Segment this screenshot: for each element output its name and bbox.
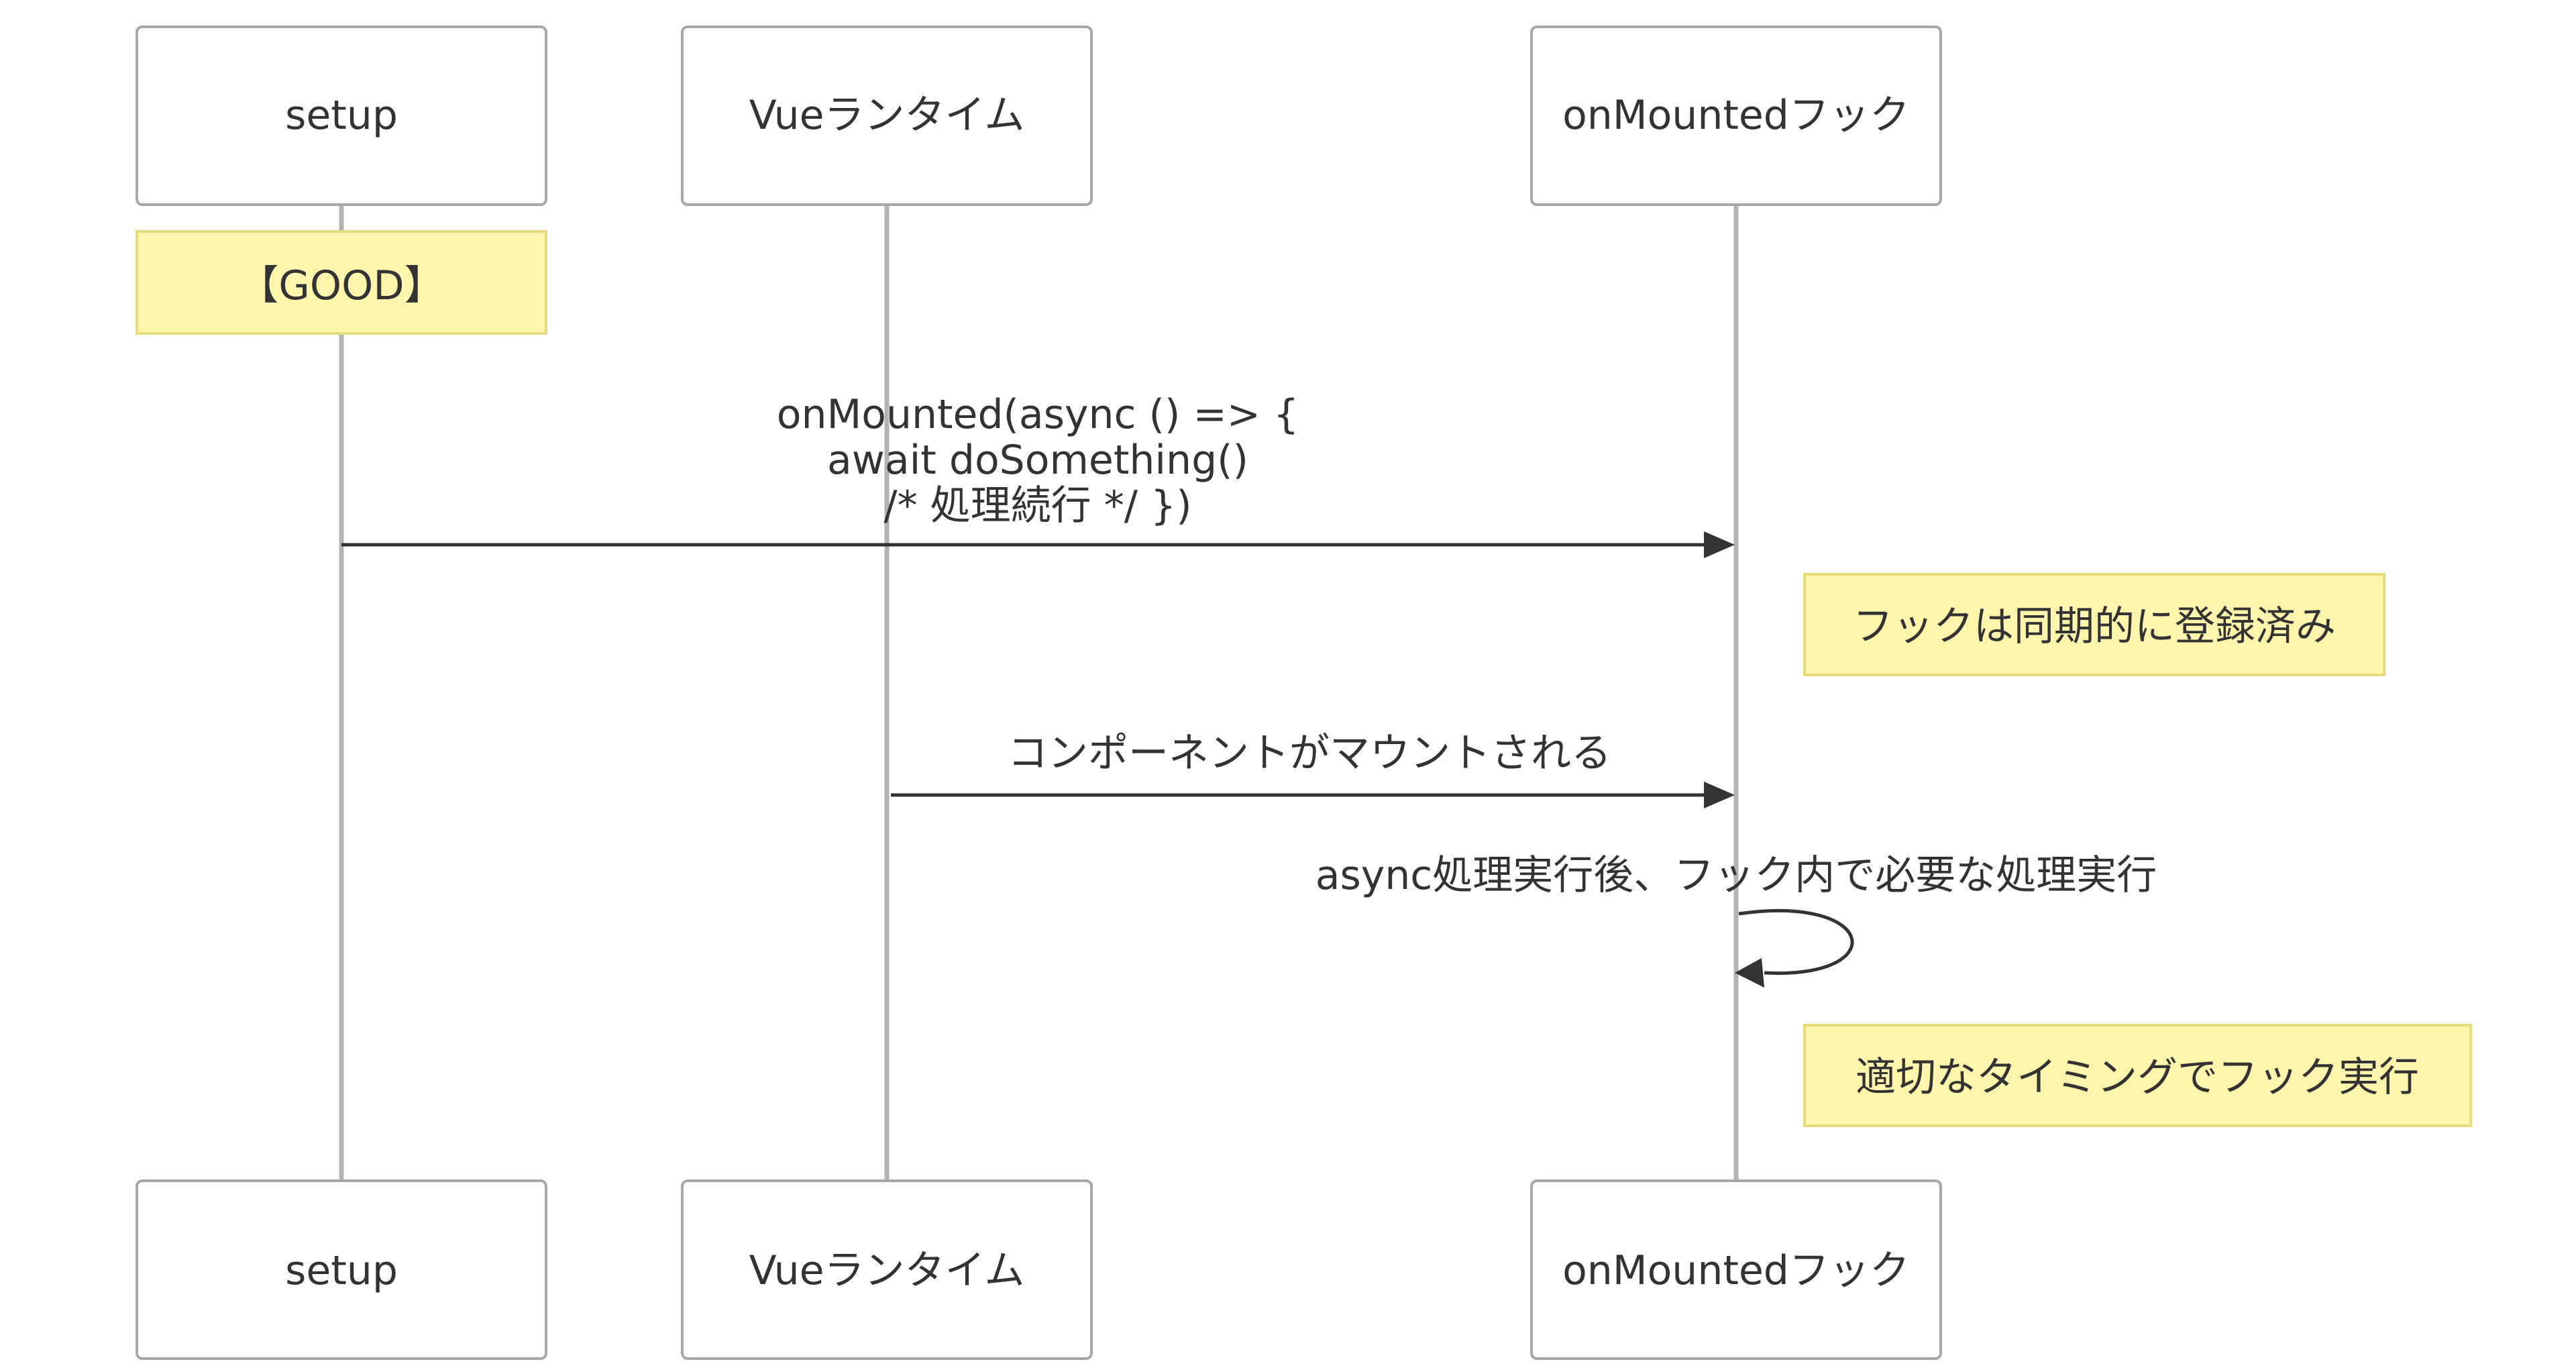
participant-setup-top: setup: [136, 25, 547, 206]
arrowhead: [1735, 958, 1764, 988]
message-label-line: async処理実行後、フック内で必要な処理実行: [1316, 852, 2157, 899]
message-component-mounted: コンポーネントがマウントされる: [891, 730, 1735, 808]
message-self-execute: async処理実行後、フック内で必要な処理実行: [1316, 852, 2157, 988]
arrowhead: [1704, 531, 1735, 558]
note-text: 適切なタイミングでフック実行: [1856, 1054, 2419, 1101]
participant-label: Vueランタイム: [749, 92, 1025, 139]
participant-vue-runtime-bottom: Vueランタイム: [681, 1179, 1093, 1360]
participant-vue-runtime-top: Vueランタイム: [681, 25, 1093, 206]
self-loop-arrow: [1738, 909, 1854, 975]
message-label-line: /* 処理続行 */ }): [883, 482, 1191, 529]
message-label-line: onMounted(async () => {: [777, 391, 1299, 438]
participant-setup-bottom: setup: [136, 1179, 547, 1360]
participant-label: setup: [285, 1247, 398, 1294]
participant-onmounted-hook-top: onMountedフック: [1530, 25, 1942, 206]
participant-label: onMountedフック: [1562, 92, 1910, 139]
note-hook-registered: フックは同期的に登録済み: [1803, 573, 2385, 676]
arrowhead: [1704, 782, 1735, 808]
participant-label: onMountedフック: [1562, 1247, 1910, 1294]
note-appropriate-timing: 適切なタイミングでフック実行: [1803, 1024, 2472, 1127]
participant-label: Vueランタイム: [749, 1247, 1025, 1294]
message-register-hook: onMounted(async () => { await doSomethin…: [341, 391, 1735, 558]
note-text: フックは同期的に登録済み: [1853, 603, 2336, 650]
note-good: 【GOOD】: [136, 230, 547, 335]
message-label-line: コンポーネントがマウントされる: [1008, 730, 1611, 777]
participant-label: setup: [285, 92, 398, 139]
note-text: 【GOOD】: [238, 262, 444, 309]
participant-onmounted-hook-bottom: onMountedフック: [1530, 1179, 1942, 1360]
message-label-line: await doSomething(): [827, 437, 1248, 484]
